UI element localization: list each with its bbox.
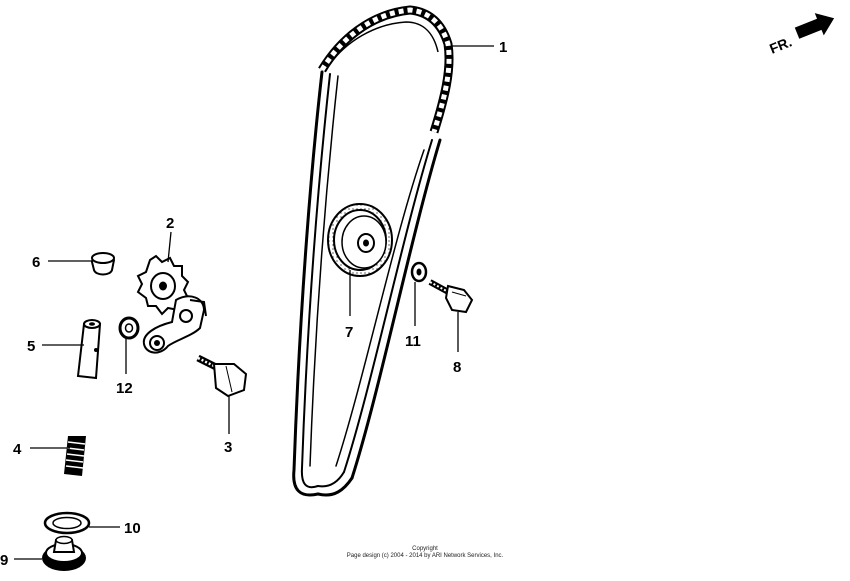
tensioner-arm — [142, 295, 207, 354]
tensioner-roller — [327, 203, 393, 277]
callout-10: 10 — [124, 520, 141, 537]
bolt-3 — [196, 354, 248, 398]
sealing-bolt-9 — [42, 535, 86, 571]
callout-6: 6 — [32, 254, 40, 271]
callout-2: 2 — [166, 215, 174, 232]
washer-12 — [118, 316, 140, 340]
pin-5 — [76, 319, 102, 380]
copyright-notice: Page design (c) 2004 - 2014 by ARI Netwo… — [346, 553, 504, 559]
callout-1: 1 — [499, 39, 507, 56]
callout-numbers: 1 2 3 4 5 6 7 8 9 10 11 12 — [0, 39, 507, 569]
cam-chain — [292, 70, 442, 497]
leader-lines — [14, 45, 494, 560]
callout-12: 12 — [116, 380, 133, 397]
spring-4 — [64, 436, 86, 476]
bolt-8 — [428, 279, 474, 314]
callout-7: 7 — [345, 324, 353, 341]
front-direction-arrow: FR. — [767, 13, 835, 57]
callout-8: 8 — [453, 359, 461, 376]
copyright-line: Copyright — [412, 546, 438, 552]
cap-6 — [90, 252, 116, 276]
fr-label: FR. — [767, 33, 794, 56]
washer-11 — [410, 261, 428, 283]
gasket-10 — [43, 511, 91, 535]
callout-3: 3 — [224, 439, 232, 456]
callout-5: 5 — [27, 338, 35, 355]
cam-chain-links — [318, 5, 454, 134]
callout-9: 9 — [0, 552, 8, 569]
callout-4: 4 — [13, 441, 22, 458]
callout-11: 11 — [405, 333, 421, 350]
